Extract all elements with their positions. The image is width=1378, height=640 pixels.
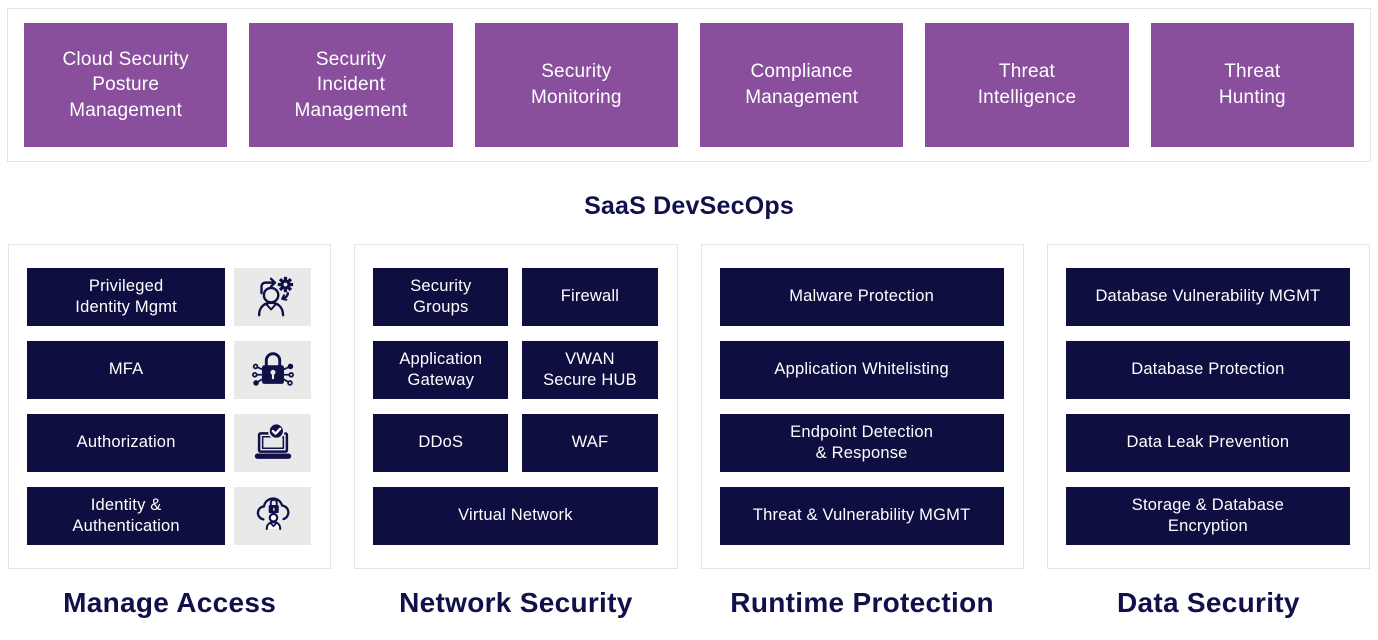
column-title-data-security: Data Security: [1116, 587, 1300, 618]
manage-access-row: MFA: [27, 341, 312, 399]
service-box-ddos: DDoS: [373, 414, 509, 472]
service-box-application-gateway: Application Gateway: [373, 341, 509, 399]
manage-access-column: Privileged Identity Mgmt: [8, 244, 332, 619]
manage-access-row: Authorization: [27, 414, 312, 472]
column-title-network-security: Network Security: [399, 587, 633, 618]
network-security-panel: Security Groups Firewall Application Gat…: [354, 244, 678, 569]
capability-box-threat-hunting: Threat Hunting: [1150, 23, 1354, 147]
cloud-lock-user-icon: [234, 487, 312, 545]
service-box-authorization: Authorization: [27, 414, 226, 472]
data-security-panel: Database Vulnerability MGMT Database Pro…: [1046, 244, 1370, 569]
service-box-mfa: MFA: [27, 341, 226, 399]
capability-box-security-incident-management: Security Incident Management: [249, 23, 453, 147]
data-security-column: Database Vulnerability MGMT Database Pro…: [1046, 244, 1370, 619]
service-box-malware-protection: Malware Protection: [719, 268, 1004, 326]
manage-access-row: Privileged Identity Mgmt: [27, 268, 312, 326]
capability-box-threat-intelligence: Threat Intelligence: [925, 23, 1129, 147]
devsecops-diagram: Cloud Security Posture Management Securi…: [0, 8, 1378, 619]
manage-access-row: Identity & Authentication: [27, 487, 312, 545]
user-gear-icon: [234, 268, 312, 326]
network-security-row: Application Gateway VWAN Secure HUB: [373, 341, 658, 399]
runtime-protection-column: Malware Protection Application Whitelist…: [700, 244, 1024, 619]
network-security-column: Security Groups Firewall Application Gat…: [354, 244, 678, 619]
pillar-columns: Privileged Identity Mgmt: [0, 244, 1378, 619]
page-title: SaaS DevSecOps: [584, 192, 794, 220]
service-box-waf: WAF: [522, 414, 658, 472]
service-box-application-whitelisting: Application Whitelisting: [719, 341, 1004, 399]
service-box-threat-vulnerability-mgmt: Threat & Vulnerability MGMT: [719, 487, 1004, 545]
column-title-runtime-protection: Runtime Protection: [730, 587, 994, 618]
runtime-protection-panel: Malware Protection Application Whitelist…: [700, 244, 1024, 569]
service-box-firewall: Firewall: [522, 268, 658, 326]
security-operations-row: Cloud Security Posture Management Securi…: [7, 8, 1371, 162]
capability-box-cloud-security-posture-management: Cloud Security Posture Management: [24, 23, 228, 147]
service-box-virtual-network: Virtual Network: [373, 487, 658, 545]
capability-box-compliance-management: Compliance Management: [699, 23, 904, 147]
service-box-database-vulnerability-mgmt: Database Vulnerability MGMT: [1065, 268, 1350, 326]
service-box-identity-authentication: Identity & Authentication: [27, 487, 226, 545]
manage-access-panel: Privileged Identity Mgmt: [8, 244, 332, 569]
service-box-storage-database-encryption: Storage & Database Encryption: [1065, 487, 1350, 545]
column-title-manage-access: Manage Access: [63, 587, 277, 618]
service-box-security-groups: Security Groups: [373, 268, 509, 326]
capability-box-security-monitoring: Security Monitoring: [474, 23, 678, 147]
service-box-vwan-secure-hub: VWAN Secure HUB: [522, 341, 658, 399]
service-box-privileged-identity-mgmt: Privileged Identity Mgmt: [27, 268, 226, 326]
service-box-database-protection: Database Protection: [1065, 341, 1350, 399]
network-security-row: Security Groups Firewall: [373, 268, 658, 326]
laptop-check-icon: [234, 414, 312, 472]
service-box-data-leak-prevention: Data Leak Prevention: [1065, 414, 1350, 472]
service-box-endpoint-detection-response: Endpoint Detection & Response: [719, 414, 1004, 472]
network-security-row: DDoS WAF: [373, 414, 658, 472]
lock-network-icon: [234, 341, 312, 399]
